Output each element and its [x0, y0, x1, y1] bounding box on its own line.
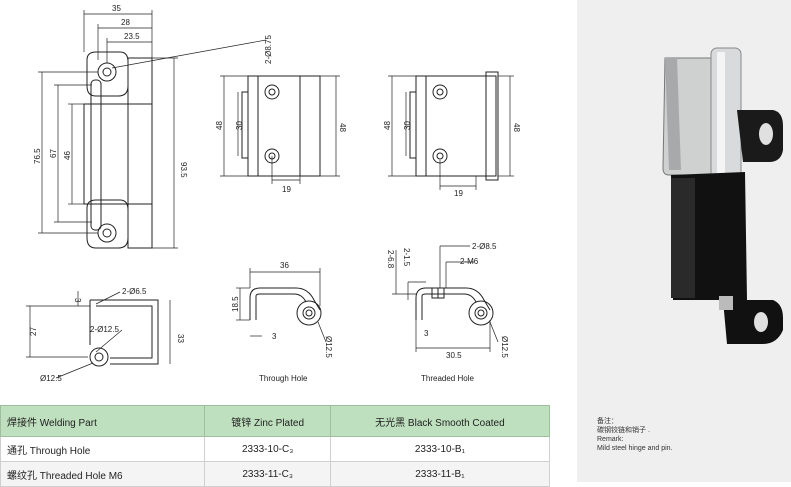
dim-33: 33	[176, 334, 185, 343]
remark-line: Remark:	[597, 436, 624, 443]
remark-line: Mild steel hinge and pin.	[597, 445, 673, 452]
dim-93-5: 93.5	[179, 162, 188, 178]
dim-2-1-5: 2-1.5	[402, 248, 411, 267]
part-number: 2333-10-C₃	[204, 436, 331, 462]
dim-35: 35	[112, 4, 121, 13]
dim-48-b: 48	[512, 123, 521, 132]
dim-48-a: 48	[383, 121, 392, 130]
dim-2-d6-5: 2-Ø6.5	[122, 287, 147, 296]
part-number: 2333-11-C₃	[204, 461, 331, 487]
dim-28: 28	[121, 18, 130, 27]
top-view-welding	[26, 291, 171, 379]
dim-48-a: 48	[215, 121, 224, 130]
dim-76-5: 76.5	[33, 148, 42, 164]
dim-d12-5: Ø12.5	[40, 374, 62, 383]
caption-threaded-hole: Threaded Hole	[421, 374, 474, 383]
dim-30: 30	[403, 121, 412, 130]
dim-3: 3	[73, 298, 82, 303]
remark-line: 备注：	[597, 418, 618, 425]
hinge-photo	[662, 47, 783, 344]
top-view-threaded	[392, 245, 499, 352]
dim-d12-5: Ø12.5	[500, 336, 509, 358]
dim-48-b: 48	[338, 123, 347, 132]
side-view-threaded	[388, 71, 514, 190]
dim-3: 3	[424, 329, 429, 338]
header-welding-part: 焊接件 Welding Part	[0, 405, 206, 437]
product-panel: 备注： 碳钢铰链和销子 . Remark: Mild steel hinge a…	[577, 0, 791, 482]
part-number: 2333-10-B₁	[329, 436, 551, 462]
dim-2-d8-75: 2-Ø8.75	[264, 35, 273, 64]
dim-2-m6: 2-M6	[460, 257, 479, 266]
dim-2-d8-5: 2-Ø8.5	[472, 242, 497, 251]
dim-3: 3	[272, 332, 277, 341]
technical-drawings: 35 28 23.5 2-Ø8.75 76.5 67 46 93.5 48 30…	[26, 4, 521, 383]
dim-d12-5: Ø12.5	[324, 336, 333, 358]
dim-19: 19	[454, 189, 463, 198]
row-label: 通孔 Through Hole	[0, 436, 206, 462]
dim-18-5: 18.5	[231, 296, 240, 312]
front-view	[38, 10, 267, 249]
remark-line: 碳钢铰链和销子 .	[597, 427, 650, 434]
caption-through-hole: Through Hole	[259, 374, 308, 383]
dim-23-5: 23.5	[124, 32, 140, 41]
row-label: 螺纹孔 Threaded Hole M6	[0, 461, 206, 487]
part-number: 2333-11-B₁	[329, 461, 551, 487]
dim-30-5: 30.5	[446, 351, 462, 360]
dim-36: 36	[280, 261, 289, 270]
spec-table: 焊接件 Welding Part 镀锌 Zinc Plated 无光黑 Blac…	[0, 405, 551, 487]
dim-27: 27	[29, 327, 38, 336]
header-black-coated: 无光黑 Black Smooth Coated	[329, 405, 551, 437]
table-row: 通孔 Through Hole 2333-10-C₃ 2333-10-B₁	[0, 436, 551, 462]
dim-2-6-8: 2-6.8	[386, 250, 395, 269]
dim-2-d12-5: 2-Ø12.5	[90, 325, 119, 334]
dim-19: 19	[282, 185, 291, 194]
header-zinc-plated: 镀锌 Zinc Plated	[204, 405, 331, 437]
side-view-through	[220, 75, 340, 184]
remark-text: 备注： 碳钢铰链和销子 . Remark: Mild steel hinge a…	[597, 417, 673, 453]
dim-46: 46	[63, 151, 72, 160]
top-view-through	[236, 268, 327, 343]
dim-67: 67	[49, 149, 58, 158]
table-row: 螺纹孔 Threaded Hole M6 2333-11-C₃ 2333-11-…	[0, 461, 551, 487]
dim-30: 30	[235, 121, 244, 130]
